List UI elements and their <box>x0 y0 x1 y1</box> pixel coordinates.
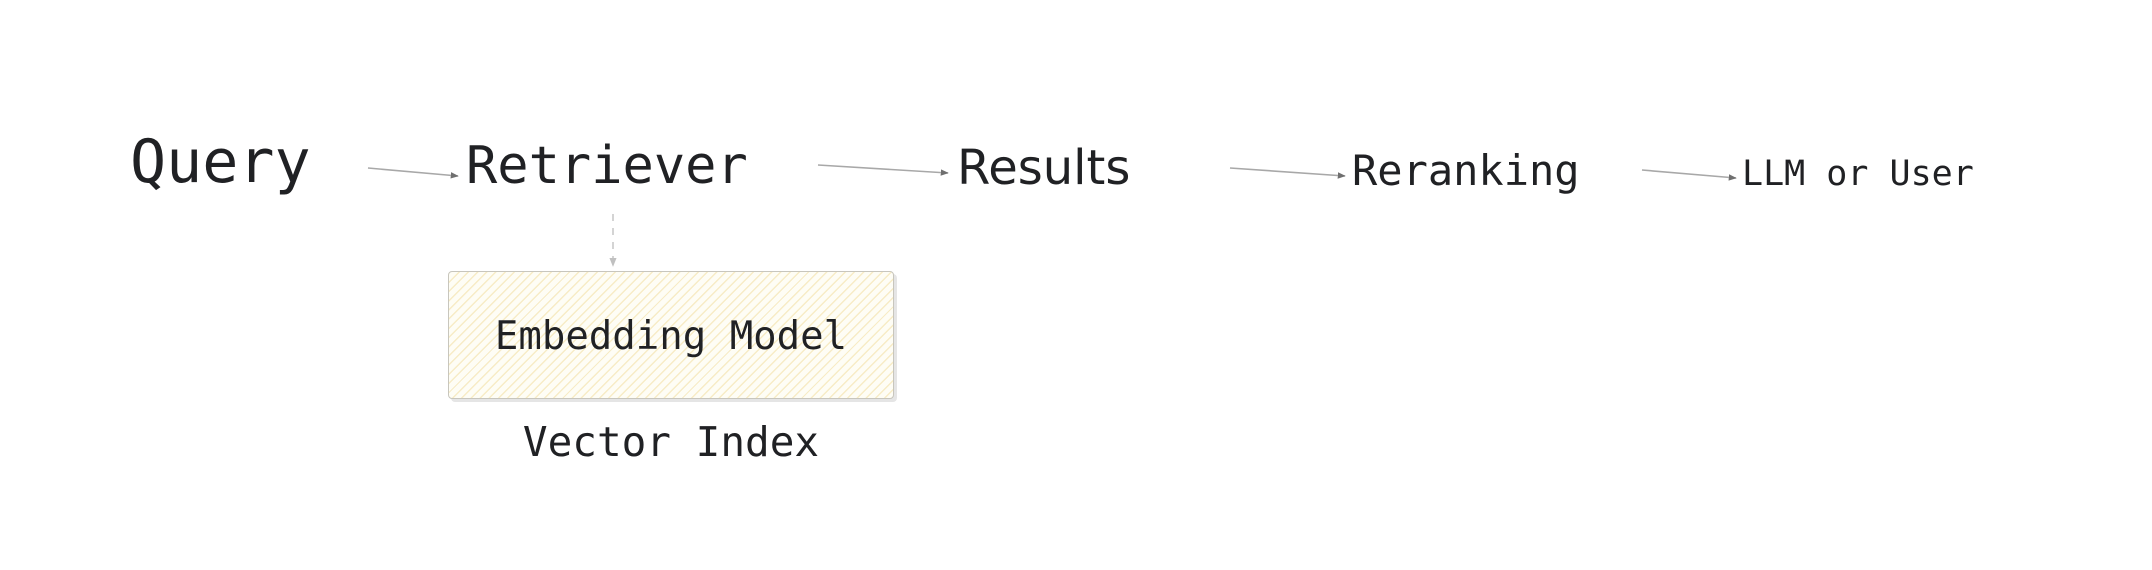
embedding-model-box[interactable]: Embedding Model <box>448 271 894 399</box>
edge-query-to-retriever <box>367 167 459 179</box>
embedding-model-label: Embedding Model <box>494 313 848 359</box>
node-query[interactable]: Query <box>130 127 311 197</box>
edge-reranking-to-llm-user <box>1641 169 1737 181</box>
node-reranking[interactable]: Reranking <box>1352 146 1580 195</box>
node-retriever[interactable]: Retriever <box>466 136 748 196</box>
vector-index-caption: Vector Index <box>522 418 820 466</box>
edge-retriever-to-results <box>817 164 949 176</box>
node-llm-or-user[interactable]: LLM or User <box>1742 154 1974 194</box>
node-results[interactable]: Results <box>957 140 1131 196</box>
edge-results-to-reranking <box>1229 167 1346 179</box>
